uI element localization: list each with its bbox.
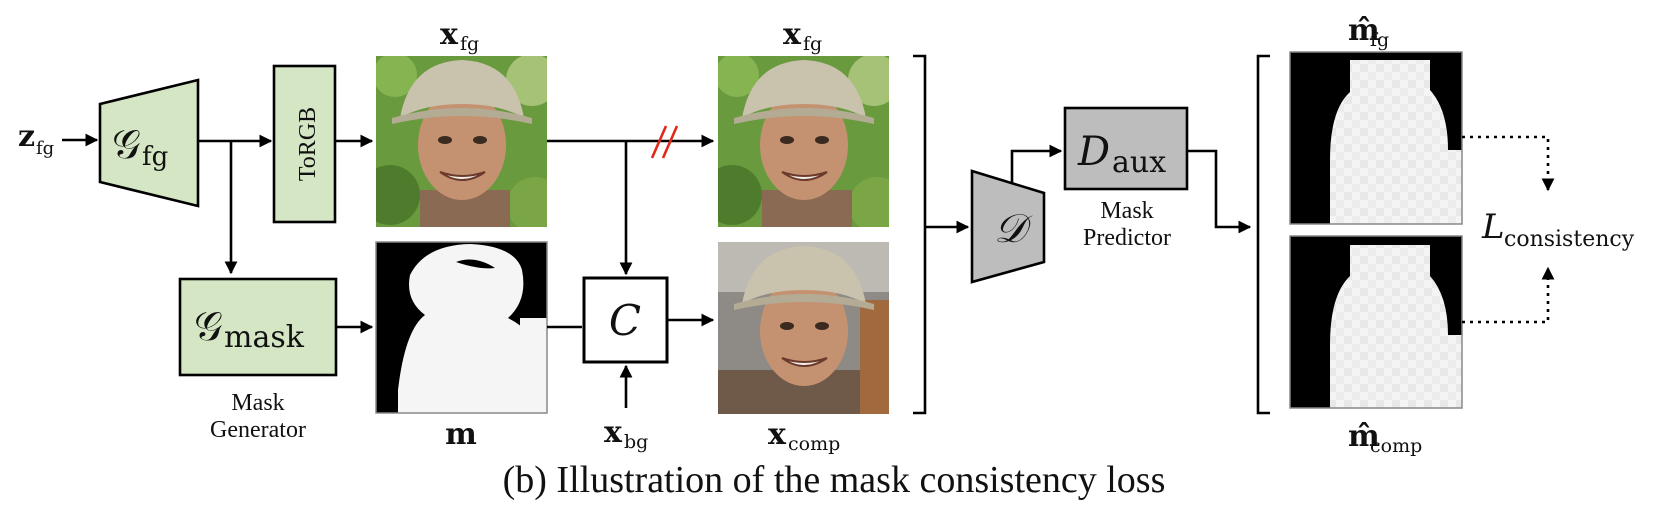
svg-text:m̂: m̂ <box>1348 419 1380 454</box>
foreground-generator: 𝒢 fg <box>98 78 200 208</box>
svg-text:z: z <box>18 119 35 154</box>
x-fg-top-label: x fg <box>440 17 479 55</box>
mask-predictor-box <box>1063 106 1189 191</box>
image-group-bracket <box>913 54 927 415</box>
foreground-generator-symbol: 𝒢 <box>112 122 140 168</box>
composite-operator: C <box>582 276 669 364</box>
predicted-mask-comp-label: m̂ comp <box>1348 419 1422 457</box>
dotted-arrow-mfg-to-loss <box>1462 135 1555 192</box>
mask-generator-caption-line2: Generator <box>210 417 306 443</box>
svg-text:x: x <box>440 17 459 52</box>
svg-text:x: x <box>783 17 802 52</box>
consistency-loss-label: L consistency <box>1481 207 1635 252</box>
x-fg-stopgrad-image <box>718 56 889 227</box>
composite-label: C <box>609 296 641 345</box>
x-comp-image <box>718 242 889 414</box>
discriminator: 𝒟 <box>970 169 1046 284</box>
mask-predictor-subscript: aux <box>1112 145 1166 180</box>
svg-text:bg: bg <box>624 431 648 453</box>
svg-text:L: L <box>1481 207 1505 247</box>
x-fg-right-label: x fg <box>783 17 822 55</box>
mask-predictor-symbol: D <box>1077 129 1110 175</box>
to-rgb-label: ToRGB <box>295 107 321 181</box>
mask-generator-caption-line1: Mask <box>231 390 284 416</box>
mask-generator: 𝒢 mask <box>178 277 338 377</box>
composite-box <box>582 276 669 364</box>
svg-text:comp: comp <box>1370 435 1422 457</box>
svg-text:x: x <box>768 417 787 452</box>
svg-text:consistency: consistency <box>1504 227 1635 252</box>
mask-image <box>376 242 547 413</box>
arrow-discriminator-to-daux <box>1010 144 1063 183</box>
z-fg-input-label: z fg <box>18 119 54 159</box>
dotted-arrow-mcomp-to-loss <box>1462 266 1555 324</box>
to-rgb-box <box>272 64 337 224</box>
x-fg-image <box>376 56 547 227</box>
x-comp-label: x comp <box>768 417 840 455</box>
arrow-daux-to-outputs <box>1187 149 1252 234</box>
discriminator-shape <box>970 169 1046 284</box>
output-group-bracket <box>1256 54 1270 415</box>
mask-predictor-caption-line2: Predictor <box>1083 225 1171 251</box>
foreground-generator-shape <box>98 78 200 208</box>
mask-predictor-caption-line1: Mask <box>1100 198 1153 224</box>
figure-caption: (b) Illustration of the mask consistency… <box>503 459 1166 501</box>
svg-text:fg: fg <box>803 33 822 55</box>
svg-text:comp: comp <box>788 433 840 455</box>
svg-text:m̂: m̂ <box>1348 13 1380 48</box>
mask-generator-box <box>178 277 338 377</box>
predicted-mask-comp-image <box>1289 235 1463 409</box>
mask-predictor: D aux <box>1063 106 1189 191</box>
mask-generator-symbol: 𝒢 <box>194 304 222 350</box>
svg-text:x: x <box>604 415 623 450</box>
svg-text:fg: fg <box>460 33 479 55</box>
predicted-mask-fg-label: m̂ fg <box>1348 13 1389 51</box>
stop-gradient-mark <box>650 125 679 159</box>
foreground-generator-subscript: fg <box>142 142 168 172</box>
mask-generator-subscript: mask <box>224 320 305 355</box>
mask-m-label: m <box>445 417 477 452</box>
predicted-mask-fg-image <box>1289 51 1463 225</box>
svg-text:fg: fg <box>1370 29 1389 51</box>
to-rgb-block: ToRGB <box>272 64 337 224</box>
x-bg-input-label: x bg <box>604 415 648 453</box>
svg-text:fg: fg <box>36 138 54 159</box>
